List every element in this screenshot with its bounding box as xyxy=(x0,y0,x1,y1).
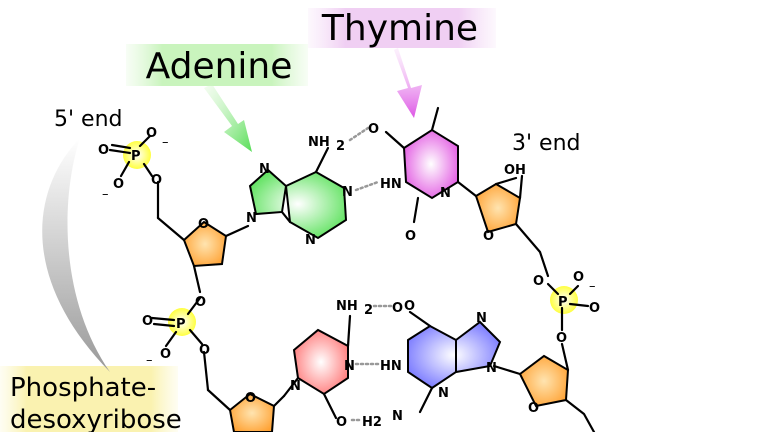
nitrogen-atom: N xyxy=(392,409,403,424)
adenine-label: Adenine xyxy=(146,46,293,87)
charge-minus: – xyxy=(162,135,169,150)
nitrogen-atom: N xyxy=(246,211,257,226)
amine-subscript: 2 xyxy=(336,139,345,154)
oxygen-atom: O xyxy=(483,229,494,244)
five-prime-end-label: 5' end xyxy=(54,107,122,132)
oxygen-atom: O xyxy=(573,270,584,285)
phosphate-left-highlight xyxy=(168,308,196,336)
oxygen-atom: O xyxy=(556,331,567,346)
phosphorus-atom: P xyxy=(176,317,186,332)
thymine-label-bg xyxy=(308,8,496,48)
oxygen-atom: O xyxy=(533,274,544,289)
oxygen-atom: O xyxy=(245,391,256,406)
oxygen-atom: O xyxy=(404,299,415,314)
three-prime-end-label: 3' end xyxy=(512,131,580,156)
phosphate-label-line2: desoxyribose xyxy=(10,405,182,432)
oxygen-atom: O xyxy=(405,229,416,244)
oxygen-atom: O xyxy=(113,177,124,192)
amine-label: NH xyxy=(308,135,330,150)
nitrogen-atom: N xyxy=(344,359,355,374)
sugar-top-left xyxy=(182,220,228,268)
nitrogen-atom: N xyxy=(440,186,451,201)
oxygen-atom: O xyxy=(589,301,600,316)
amine-subscript: 2 xyxy=(364,303,373,318)
nitrogen-atom: N xyxy=(438,386,449,401)
thymine-arrow-icon xyxy=(394,48,422,118)
adenine-arrow-icon xyxy=(204,84,252,152)
sugar-top-right xyxy=(474,182,522,234)
sugar-bottom-right xyxy=(518,354,570,408)
oxygen-atom: O xyxy=(336,415,347,430)
adenine-label-bg xyxy=(126,44,308,86)
oxygen-atom: O xyxy=(195,295,206,310)
oxygen-atom: O xyxy=(528,401,539,416)
phosphate-label-line1: Phosphate- xyxy=(10,373,156,403)
guanine-base xyxy=(407,320,502,390)
oxygen-atom: O xyxy=(151,173,162,188)
oxygen-atom: O xyxy=(368,122,379,137)
nitrogen-atom: N xyxy=(290,379,301,394)
adenine-base xyxy=(248,168,348,240)
amine-label: NH xyxy=(336,299,358,314)
oxygen-atom: O xyxy=(146,126,157,141)
charge-minus: – xyxy=(102,187,109,202)
nitrogen-atom: N xyxy=(259,162,270,177)
phosphorus-atom: P xyxy=(131,149,141,164)
oxygen-atom: O xyxy=(198,217,209,232)
phosphorus-atom: P xyxy=(558,295,568,310)
oxygen-atom: O xyxy=(199,343,210,358)
hydrogen-bond xyxy=(354,180,380,192)
thymine-label: Thymine xyxy=(321,8,478,49)
nitrogen-atom: N xyxy=(476,311,487,326)
oxygen-atom: O xyxy=(142,314,153,329)
oxygen-atom: O xyxy=(160,347,171,362)
cytosine-base xyxy=(292,328,349,396)
hydrogen-bond xyxy=(348,126,370,142)
imine-label: HN xyxy=(380,359,402,374)
charge-minus: – xyxy=(146,353,153,368)
hydroxyl-label: OH xyxy=(504,163,526,178)
nitrogen-atom: N xyxy=(305,233,316,248)
sugar-bottom-left xyxy=(228,392,276,432)
oxygen-atom: O xyxy=(98,143,109,158)
charge-minus: – xyxy=(589,279,596,294)
amine-label: H2 xyxy=(362,415,382,430)
oxygen-atom: O xyxy=(392,301,403,316)
nitrogen-atom: N xyxy=(342,185,353,200)
imine-label: HN xyxy=(380,177,402,192)
phosphate-label-bg xyxy=(0,366,178,432)
backbone-swoosh-icon xyxy=(42,138,111,372)
nitrogen-atom: N xyxy=(486,361,497,376)
